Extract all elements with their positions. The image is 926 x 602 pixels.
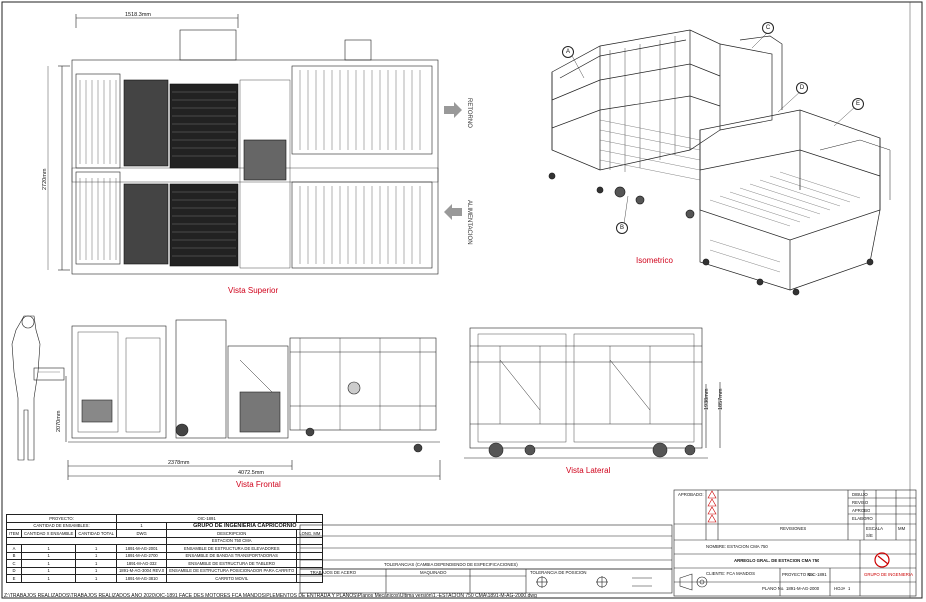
unidades-label: MM: [898, 526, 906, 531]
proyecto-label: PROYECTO No.: [782, 572, 814, 577]
view-label-isometric: Isometrico: [636, 256, 673, 265]
lateral-view: [464, 327, 721, 459]
table-row: B 1 1 1891-M-AG-2700 ENSAMBLE DE BANDAS …: [5, 551, 324, 560]
bom-project-value: OIC-1891: [115, 514, 298, 523]
plano-value: 1891-M-AG-2000: [786, 586, 820, 591]
file-path-footer: Z:\TRABAJOS REALIZADOS\TRABAJOS REALIZAD…: [4, 593, 537, 599]
reviso-label: REVISO: [852, 500, 869, 505]
callout-e: E: [852, 98, 864, 110]
dibujo-label: DIBUJO: [852, 492, 868, 497]
retorno-label: RETORNO: [466, 98, 472, 128]
bom-qty-label: CANTIDAD DE ENSAMBLES:: [6, 521, 117, 530]
plano-label: PLANO No.: [762, 586, 785, 591]
trabajos-acero-label: TRABAJOS DE ACERO: [310, 570, 357, 575]
callout-d: D: [796, 82, 808, 94]
view-label-lateral: Vista Lateral: [566, 466, 611, 475]
maquinado-label: MAQUINADO: [420, 570, 447, 575]
isometric-view: [548, 29, 891, 296]
table-row: A 1 1 1891-M-AG-2001 ENSAMBLE DE ESTRUCT…: [5, 544, 324, 553]
bom-header-desc: DESCRIPCION: [166, 529, 298, 538]
tolerancia-posicion-label: TOLERANCIA DE POSICION: [530, 570, 587, 575]
title-block-frame: [299, 489, 917, 597]
table-row: E 1 1 1891-M-AG-3810 CARRITO MOVIL: [5, 574, 324, 583]
cliente-field: CLIENTE: FCA MANDOS: [706, 571, 755, 576]
callout-a: A: [562, 46, 574, 58]
nombre-field: NOMBRE: ESTACION CMA 750: [706, 544, 768, 549]
front-height-dimension: 2070mm: [56, 410, 62, 432]
descripcion-field: ARREGLO GRAL. DE ESTACION CMA 750: [734, 558, 820, 563]
callout-c: C: [762, 22, 774, 34]
view-label-frontal: Vista Frontal: [236, 480, 281, 489]
callout-b: B: [616, 222, 628, 234]
hoja-value: 1: [848, 586, 851, 591]
front-view: [11, 315, 441, 480]
logo-text: GRUPO DE INGENIERIA CAPRICORNIO: [864, 572, 914, 577]
view-label-superior: Vista Superior: [228, 286, 279, 295]
revisiones-header: REVISIONES: [780, 526, 807, 531]
bom-header-dwg: DWG: [115, 529, 168, 538]
proyecto-value: OIC-1891: [808, 572, 827, 577]
lateral-height-dimension-1: 1938mm: [704, 388, 710, 410]
escala-label: ESCALA: [866, 526, 883, 531]
aprobado-label: APROBADO:: [678, 492, 704, 497]
bom-company: GRUPO DE INGENIERIA CAPRICORNIO: [166, 521, 324, 530]
table-row: D 1 1 1891-M-AG-3004 REV.0 ENSAMBLE DE E…: [5, 566, 324, 575]
top-view: [47, 14, 462, 275]
tolerances-label: TOLERANCIAS (CAMBIA DEPENDIENDO DE ESPEC…: [384, 562, 518, 567]
escala-value: S/E: [866, 533, 873, 538]
alimentacion-label: ALIMENTACION: [466, 200, 472, 245]
bom-desc-sub: ESTACION 750 CMA: [166, 536, 298, 545]
elaboro-label: ELABORO: [852, 516, 873, 521]
bom-desc-header: DESCRIPCION: [217, 530, 247, 536]
bill-of-materials-table: PROYECTO: OIC-1891 CANTIDAD DE ENSAMBLES…: [5, 514, 324, 583]
bom-header-total: CANTIDAD TOTAL: [75, 529, 117, 538]
table-row: C 1 1 1891-M-AG-332 ENSAMBLE DE ESTRUCTU…: [5, 559, 324, 568]
bom-header-qxe: CANTIDAD X ENSAMBLE: [21, 529, 77, 538]
bom-header-long: LONG. MM: [296, 529, 324, 538]
hoja-label: HOJA: [834, 586, 846, 591]
bom-header-item: ITEM: [5, 529, 23, 538]
top-width-dimension: 1518.3mm: [125, 12, 151, 18]
bom-project-label: PROYECTO:: [6, 514, 117, 523]
top-height-dimension: 2720mm: [42, 168, 48, 190]
lateral-height-dimension-2: 1857mm: [718, 388, 724, 410]
bom-qty-value: 1: [115, 521, 168, 530]
aprobo-label: APROBO: [852, 508, 871, 513]
front-width-dimension-1: 2378mm: [168, 460, 190, 466]
front-width-dimension-2: 4072.5mm: [238, 470, 264, 476]
